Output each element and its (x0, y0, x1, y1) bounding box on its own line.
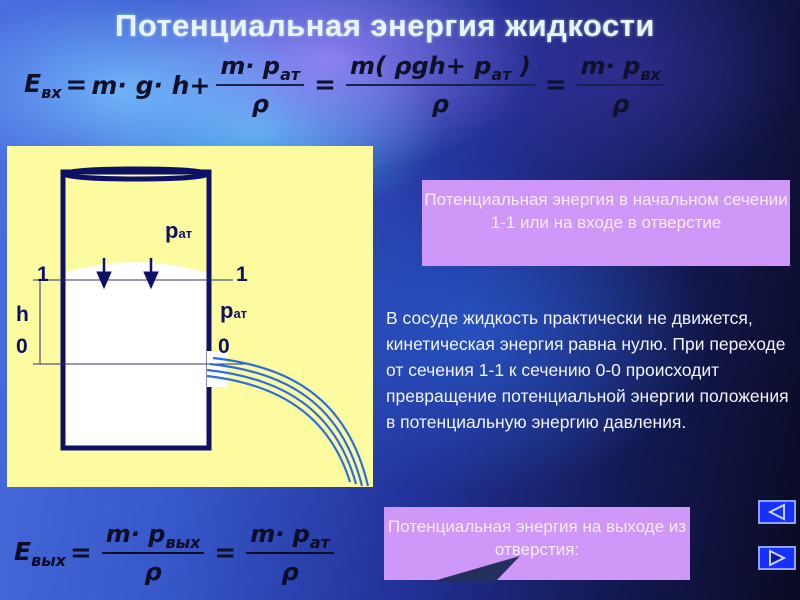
fraction-m-pat-over-rho: m· pат ρ (246, 520, 334, 586)
equals-sign: = (65, 70, 88, 100)
triangle-left-icon (767, 503, 785, 521)
height-label: h (16, 303, 29, 326)
section-1-left-label: 1 (37, 263, 49, 286)
fraction-m-rhogh-pat-over-rho: m( ρgh+ pат ) ρ (345, 52, 535, 118)
formula-energy-inlet: Eвх = m· g· h+ m· pат ρ = m( ρgh+ pат ) … (24, 52, 671, 118)
pressure-arrow-icon (96, 258, 159, 290)
vessel-diagram: pат pат 1 1 h 0 0 (7, 146, 373, 487)
equals-sign: = (544, 70, 567, 100)
callout-outlet-energy: Потенциальная энергия на выходе из отвер… (384, 507, 690, 580)
formula-energy-outlet: Eвых = m· pвых ρ = m· pат ρ (14, 520, 340, 586)
vessel-diagram-graphic (33, 166, 370, 487)
section-0-right-label: 0 (218, 335, 230, 358)
label-p-atm-side: pат (220, 298, 248, 323)
formula-term-mgh: m· g· h+ (91, 70, 211, 100)
fraction-m-pvyx-over-rho: m· pвых ρ (101, 520, 205, 586)
equals-sign: = (70, 538, 92, 568)
description-text: В сосуде жидкость практически не движетс… (386, 308, 789, 432)
water-jet (206, 356, 370, 487)
equals-sign: = (314, 70, 336, 100)
formula-lhs: Eвх (24, 68, 62, 102)
formula-lhs: Eвых (14, 536, 66, 570)
slide-title: Потенциальная энергия жидкости (115, 8, 655, 43)
fraction-m-pat-over-rho: m· pат ρ (216, 52, 305, 118)
prev-slide-button[interactable] (758, 500, 796, 524)
section-1-right-label: 1 (236, 263, 248, 286)
section-0-left-label: 0 (16, 335, 28, 358)
next-slide-button[interactable] (758, 546, 796, 570)
label-p-atm-top: pат (165, 218, 193, 243)
fraction-m-pvx-over-rho: m· pвх ρ (576, 52, 665, 118)
triangle-right-icon (769, 549, 787, 567)
callout-inlet-energy: Потенциальная энергия в начальном сечени… (422, 180, 790, 266)
equals-sign: = (214, 538, 237, 568)
callout-pointer (430, 556, 520, 582)
